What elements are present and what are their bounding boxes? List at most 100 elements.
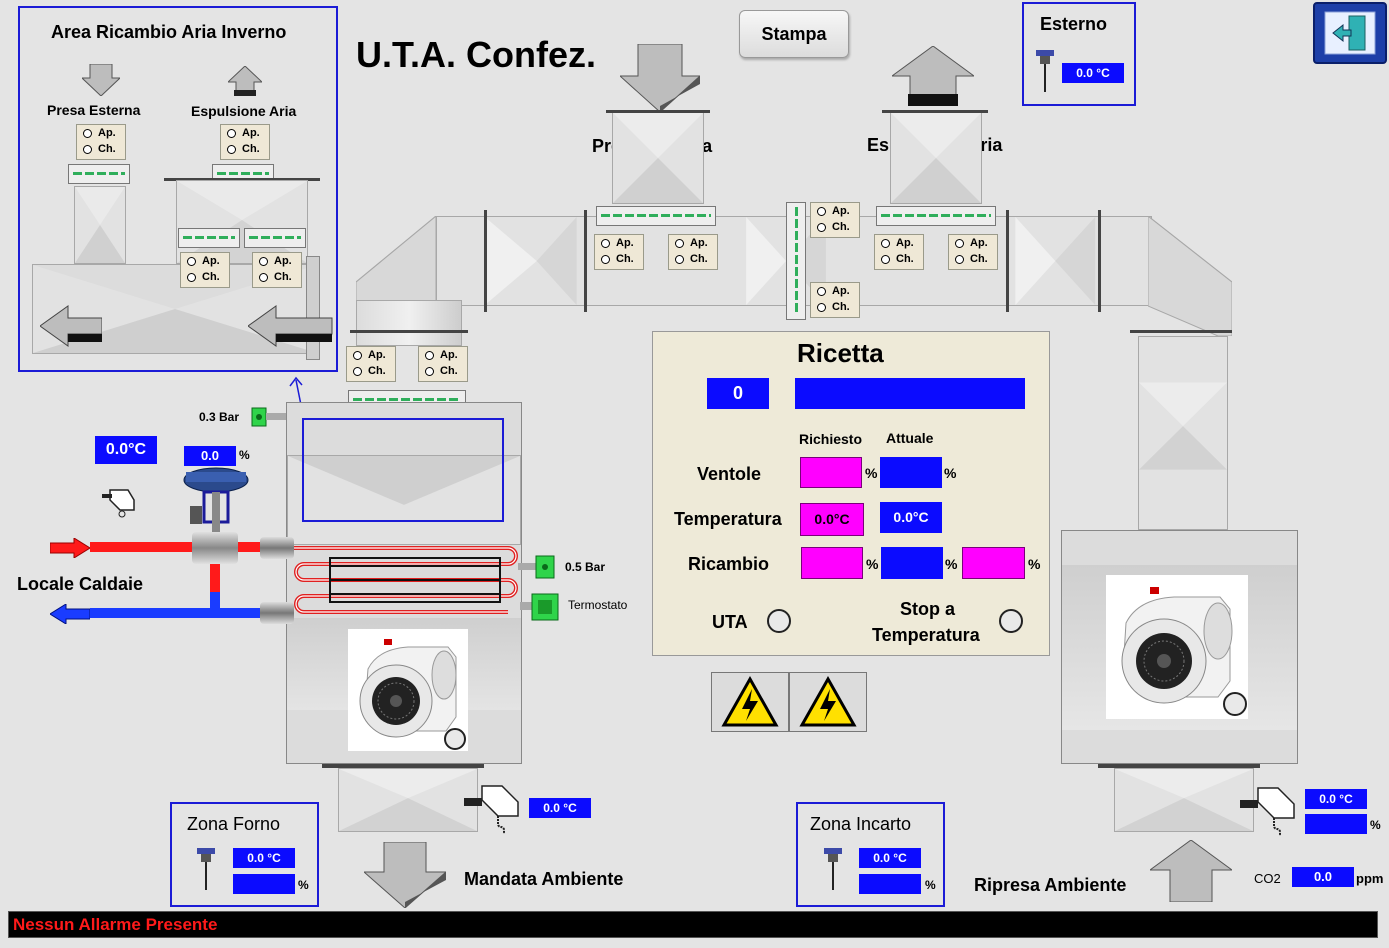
damper-presa-esterna[interactable] <box>596 206 716 226</box>
flange <box>1130 330 1232 333</box>
alarm-bar[interactable]: Nessun Allarme Presente <box>8 911 1378 938</box>
zona-forno-humidity <box>233 874 295 894</box>
damper-espulsione-status-2[interactable]: Ap. Ch. <box>948 234 998 270</box>
water-temp-sensor-icon <box>102 489 135 518</box>
pressure-in-label: 0.3 Bar <box>199 410 240 424</box>
exit-button[interactable] <box>1313 2 1387 64</box>
boiler-room-label: Locale Caldaie <box>17 574 144 594</box>
ricambio-requested-unit: % <box>866 556 879 572</box>
inset-damper-presa[interactable] <box>68 164 130 184</box>
damper-espulsione-status-1[interactable]: Ap. Ch. <box>874 234 924 270</box>
damper-ricircolo-status-2[interactable]: Ap. Ch. <box>810 282 860 318</box>
pressure-out-switch-icon[interactable] <box>518 554 558 580</box>
recipe-name[interactable] <box>795 378 1025 409</box>
ripresa-label: Ripresa Ambiente <box>974 875 1127 895</box>
warning-button-2[interactable] <box>789 672 867 732</box>
damper-uta-status-1[interactable]: Ap. Ch. <box>346 346 396 382</box>
duct-right-elbow <box>1148 216 1232 336</box>
esterno-panel <box>1022 2 1136 106</box>
main-intake-arrow-icon <box>620 44 700 112</box>
cold-water-outlet-arrow-icon <box>50 604 90 624</box>
zona-incarto-humidity <box>859 874 921 894</box>
mandata-temperature: 0.0 °C <box>529 798 591 818</box>
ripresa-humidity <box>1305 814 1367 834</box>
co2-label: CO2 <box>1254 871 1281 886</box>
zona-forno-panel <box>170 802 319 907</box>
inset-intake-arrow-icon <box>82 64 120 96</box>
uta-status-indicator <box>767 609 791 633</box>
damper-presa-status-1[interactable]: Ap. Ch. <box>594 234 644 270</box>
supply-arrow-icon <box>364 842 446 908</box>
damper-uta-status-2[interactable]: Ap. Ch. <box>418 346 468 382</box>
inset-panel[interactable] <box>18 6 338 372</box>
inset-damper-mix-2[interactable] <box>244 228 306 248</box>
pressure-in-switch-icon[interactable] <box>248 404 286 430</box>
ricambio-secondary[interactable] <box>962 547 1025 579</box>
inset-damper-espulsione-status[interactable]: Ap. Ch. <box>220 124 270 160</box>
heating-coil <box>294 546 518 614</box>
col-actual-label: Attuale <box>886 430 934 446</box>
inset-exhaust-arrow-icon <box>228 66 262 96</box>
damper-ricircolo[interactable] <box>786 202 806 320</box>
damper-ricircolo-status-1[interactable]: Ap. Ch. <box>810 202 860 238</box>
zona-forno-humidity-unit: % <box>298 878 309 892</box>
inset-damper-mix-1-status[interactable]: Ap. Ch. <box>180 252 230 288</box>
ventole-actual-unit: % <box>944 465 957 481</box>
recipe-number[interactable]: 0 <box>707 378 769 409</box>
duct-right-vertical <box>1138 336 1228 530</box>
print-button[interactable]: Stampa <box>739 10 849 58</box>
mandata-label: Mandata Ambiente <box>464 869 624 889</box>
inset-flange <box>164 178 320 181</box>
valve-actuator-icon[interactable] <box>182 466 250 536</box>
ricambio-secondary-unit: % <box>1028 556 1041 572</box>
zona-incarto-panel <box>796 802 945 907</box>
valve-position: 0.0 <box>184 446 236 466</box>
zona-incarto-sensor-icon <box>824 848 842 890</box>
cold-water-pipe <box>90 608 270 618</box>
temperatura-actual: 0.0°C <box>880 502 942 533</box>
zona-forno-sensor-icon <box>197 848 215 890</box>
supply-fan-icon <box>359 639 457 738</box>
zona-incarto-title: Zona Incarto <box>810 814 912 834</box>
warning-button-1[interactable] <box>711 672 789 732</box>
ahu-left-filter-highlight[interactable] <box>302 418 504 522</box>
zona-incarto-humidity-unit: % <box>925 878 936 892</box>
ventole-requested[interactable] <box>800 457 862 488</box>
esterno-temp-sensor-icon <box>1036 50 1054 92</box>
pipe-coupling-bottom <box>260 602 294 624</box>
flange <box>350 330 468 333</box>
temperatura-requested[interactable]: 0.0°C <box>800 503 864 536</box>
inset-espulsione-label: Espulsione Aria <box>191 103 297 119</box>
flange <box>1006 210 1009 312</box>
ricambio-requested[interactable] <box>801 547 863 579</box>
three-way-valve[interactable] <box>192 532 238 564</box>
duct-supply-outlet <box>338 768 478 832</box>
inset-damper-presa-status[interactable]: Ap. Ch. <box>76 124 126 160</box>
flange <box>1098 764 1260 768</box>
co2-value: 0.0 <box>1292 867 1354 887</box>
ventole-actual <box>880 457 942 488</box>
thermostat-icon[interactable] <box>520 592 560 622</box>
temperatura-label: Temperatura <box>674 509 782 529</box>
damper-presa-status-2[interactable]: Ap. Ch. <box>668 234 718 270</box>
main-exhaust-arrow-icon <box>892 46 974 106</box>
ricambio-actual-unit: % <box>945 556 958 572</box>
valve-position-unit: % <box>239 448 250 462</box>
hot-water-pipe <box>90 542 270 552</box>
water-temperature: 0.0°C <box>95 436 157 464</box>
pressure-out-label: 0.5 Bar <box>565 560 606 574</box>
duct-return-inlet <box>1114 768 1254 832</box>
damper-espulsione[interactable] <box>876 206 996 226</box>
exit-door-icon <box>1324 11 1376 55</box>
zona-forno-temperature: 0.0 °C <box>233 848 295 868</box>
return-fan[interactable] <box>1106 575 1248 719</box>
col-requested-label: Richiesto <box>799 431 863 447</box>
zona-incarto-temperature: 0.0 °C <box>859 848 921 868</box>
alarm-message: Nessun Allarme Presente <box>13 915 218 934</box>
return-fan-icon <box>1121 587 1233 704</box>
inset-damper-mix-1[interactable] <box>178 228 240 248</box>
flange <box>606 110 710 113</box>
flange <box>484 210 487 312</box>
inset-damper-mix-2-status[interactable]: Ap. Ch. <box>252 252 302 288</box>
ricambio-actual <box>881 547 943 579</box>
